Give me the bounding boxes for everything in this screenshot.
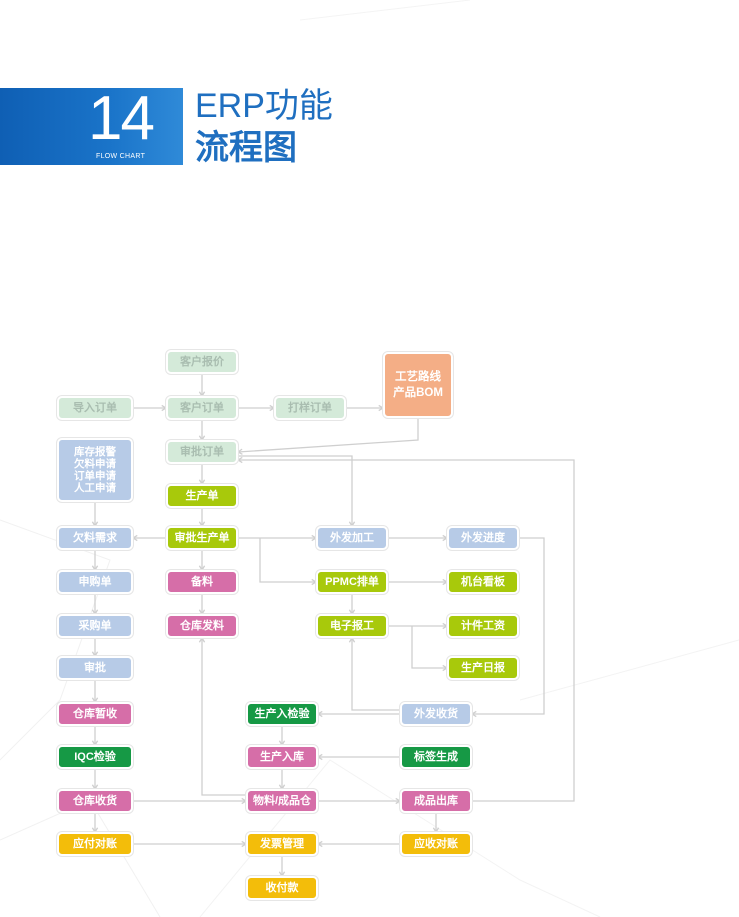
flow-node-cangku-faliao: 仓库发料 [166,614,238,638]
page-title-line1: ERP功能 [195,87,333,125]
section-subtitle: FLOW CHART [96,153,146,160]
flow-node-chengpin-chuku: 成品出库 [400,789,472,813]
flow-arrow-shenpi_dingdan-to-waifa_jiagong [238,455,353,526]
section-banner [0,88,183,165]
page-title-line2: 流程图 [195,129,297,167]
flow-arrow-waifa_jindu-to-waifa_shouhuo [472,537,545,715]
flow-node-daoru-dingdan: 导入订单 [57,396,133,420]
flow-node-fapiao: 发票管理 [246,832,318,856]
arrowhead-wuliao_cang-to-cangku_faliao [198,636,206,643]
flow-node-shenpi: 审批 [57,656,133,680]
flow-node-gongyi: 工艺路线 产品BOM [383,352,453,418]
flow-node-waifa-jiagong: 外发加工 [316,526,388,550]
flow-node-yingshou: 应收对账 [400,832,472,856]
arrowhead-waifa_shouhuo-to-dianzi_baogong [348,636,356,643]
flow-node-waifa-shouhuo: 外发收货 [400,702,472,726]
arrowhead-gongyi-to-shenpi_dingdan [236,448,243,455]
flow-arrow-chengpin_chuku-to-shenpi_dingdan [238,459,575,802]
dept-hex-purchasing: 采购部 [599,192,645,210]
flow-node-shengchan-ruku: 生产入库 [246,745,318,769]
flow-node-shenpi-dingdan: 审批订单 [166,440,238,464]
flow-node-kehu-baojia: 客户报价 [166,350,238,374]
dept-hex-finance: 财务部 [599,396,645,414]
flow-arrow-gongyi-to-shenpi_dingdan [237,418,419,453]
flow-node-dianzi-baogong: 电子报工 [316,614,388,638]
flow-node-shengchan-rujianyan: 生产入检验 [246,702,318,726]
flow-node-wuliao-cang: 物料/成品仓 [246,789,318,813]
flow-node-shengoudan: 申购单 [57,570,133,594]
flow-arrow-dianzi_baogong-to-shengchan_ribao [411,626,447,669]
flow-node-cangku-zanshou: 仓库暂收 [57,702,133,726]
dept-hex-engineering: 工程设计 [531,90,592,108]
arrowhead-biaoqian-to-shengchan_ruku [316,753,323,761]
arrowhead-yingshou-to-fapiao [316,840,323,848]
dept-hex-quality: 品质部 [657,294,703,312]
flow-node-biaoqian: 标签生成 [400,745,472,769]
flow-arrow-waifa_shouhuo-to-dianzi_baogong [351,638,400,711]
flow-node-shengchan-ribao: 生产日报 [447,656,519,680]
flow-node-ppmc: PPMC排单 [316,570,388,594]
flow-node-iqc: IQC检验 [57,745,133,769]
flow-node-shenpi-shengchandan: 审批生产单 [166,526,238,550]
section-number: 14 [88,84,155,153]
arrowhead-waifa_shouhuo-to-shengchan_rujianyan [316,710,323,718]
flow-node-jitai-kanban: 机台看板 [447,570,519,594]
flow-node-qianliao-xuqiu: 欠料需求 [57,526,133,550]
arrowhead-chengpin_chuku-to-shenpi_dingdan [236,456,243,464]
flow-node-jijian-gongzi: 计件工资 [447,614,519,638]
flow-node-shengchandan: 生产单 [166,484,238,508]
dept-hex-warehouse: 仓库部 [539,294,585,312]
dept-hex-sales: 业务部 [657,90,703,108]
flow-arrow-wuliao_cang-to-cangku_faliao [201,638,246,796]
flow-node-yingfu: 应付对账 [57,832,133,856]
arrowhead-shenpi_shengchandan-to-qianliao_xuqiu [131,534,138,542]
flow-node-cangku-shouhuo: 仓库收货 [57,789,133,813]
flow-arrow-shenpi_shengchandan-to-ppmc [259,538,316,583]
arrowhead-waifa_jindu-to-waifa_shouhuo [470,710,477,718]
flow-node-beiliao: 备料 [166,570,238,594]
flow-node-dayang-dingdan: 打样订单 [274,396,346,420]
flow-node-shoufukuan: 收付款 [246,876,318,900]
flow-node-kehu-dingdan: 客户订单 [166,396,238,420]
flow-node-caigoudan: 采购单 [57,614,133,638]
flow-node-waifa-jindu: 外发进度 [447,526,519,550]
flow-node-kucun: 库存报警 欠料申请 订单申请 人工申请 [57,438,133,502]
dept-hex-production: 生产部 [481,192,527,210]
